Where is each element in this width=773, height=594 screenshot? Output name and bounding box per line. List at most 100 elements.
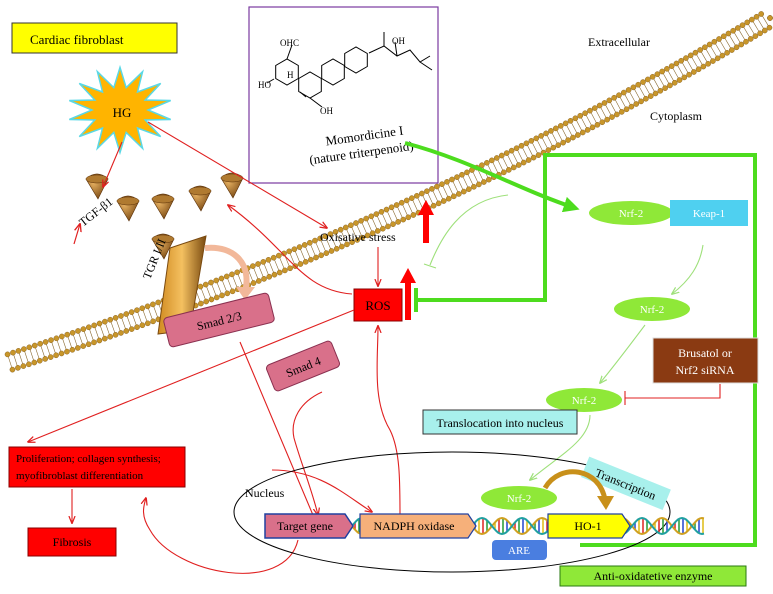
cytoplasm-label: Cytoplasm	[650, 109, 703, 123]
membrane-head	[37, 340, 43, 347]
membrane-tail	[595, 109, 602, 121]
membrane-head	[623, 106, 630, 113]
membrane-head	[528, 138, 535, 144]
membrane-tail	[227, 278, 233, 290]
membrane-tail	[653, 78, 660, 90]
membrane-head	[213, 294, 220, 301]
membrane-head	[706, 41, 713, 48]
membrane-head	[525, 157, 532, 163]
membrane-head	[744, 19, 750, 26]
membrane-head	[150, 318, 156, 325]
keap1-box	[670, 200, 748, 226]
membrane-tail	[462, 176, 469, 188]
membrane-head	[444, 179, 450, 185]
membrane-tail	[268, 261, 274, 273]
membrane-head	[434, 183, 440, 190]
membrane-head	[4, 351, 11, 358]
membrane-tail	[137, 311, 142, 324]
membrane-head	[134, 307, 140, 313]
membrane-tail	[585, 114, 592, 126]
membrane-tail	[232, 276, 238, 288]
membrane-tail	[522, 147, 529, 159]
membrane-head	[508, 147, 515, 154]
membrane-head	[766, 24, 773, 31]
membrane-tail	[320, 240, 326, 252]
membrane-head	[449, 176, 455, 183]
oxidative-stress-label: Oxisative stress	[320, 230, 396, 244]
membrane-head	[700, 63, 707, 70]
momordicine-box	[248, 6, 439, 184]
membrane-head	[609, 114, 615, 120]
ho-atom: HO	[258, 80, 271, 90]
membrane-head	[456, 191, 462, 197]
membrane-head	[560, 139, 566, 146]
membrane-head	[64, 331, 71, 338]
membrane-head	[628, 103, 635, 110]
membrane-head	[614, 111, 620, 118]
membrane-tail	[402, 204, 408, 216]
membrane-tail	[691, 56, 698, 68]
membrane-head	[26, 361, 32, 368]
side-chain	[368, 45, 431, 63]
membrane-head	[692, 49, 699, 56]
nrf2-label-4: Nrf-2	[507, 493, 531, 505]
oh-bottom-bond	[309, 97, 323, 108]
membrane-tail	[536, 139, 543, 151]
membrane-head	[297, 261, 304, 267]
membrane-head	[339, 243, 345, 250]
membrane-head	[533, 135, 540, 142]
membrane-tail	[672, 67, 679, 79]
membrane-tail	[551, 132, 558, 144]
membrane-tail	[605, 104, 612, 116]
membrane-head	[332, 229, 339, 235]
membrane-tail	[437, 188, 444, 200]
membrane-tail	[738, 29, 746, 41]
membrane-head	[464, 169, 470, 176]
membrane-head	[390, 221, 396, 227]
membrane-tail	[216, 282, 222, 294]
membrane-tail	[110, 321, 116, 334]
membrane-head	[555, 142, 562, 148]
oh-bottom-atom: OH	[320, 106, 333, 116]
fibrosis-box	[27, 527, 117, 557]
membrane-tail	[407, 202, 413, 214]
membrane-head	[349, 239, 355, 245]
membrane-head	[234, 269, 240, 276]
ros-to-proliferation-arrow	[28, 309, 355, 442]
membrane-tail	[371, 218, 378, 230]
membrane-head	[271, 271, 278, 278]
membrane-head	[668, 63, 675, 69]
membrane-head	[753, 13, 760, 20]
membrane-tail	[761, 15, 769, 27]
membrane-head	[587, 107, 593, 114]
to-nadph-arrow	[271, 469, 372, 512]
membrane-head	[403, 197, 410, 204]
membrane-head	[738, 41, 745, 48]
membrane-head	[757, 30, 763, 37]
membrane-tail	[609, 101, 617, 113]
membrane-tail	[351, 226, 357, 239]
membrane-tail	[366, 220, 373, 232]
membrane-tail	[72, 334, 78, 347]
membrane-tail	[662, 73, 670, 84]
membrane-tail	[541, 137, 548, 149]
membrane-head	[601, 100, 608, 106]
membrane-head	[439, 181, 445, 187]
membrane-head	[761, 27, 768, 34]
nadph-to-ros-arrow	[377, 326, 401, 518]
membrane-tail	[634, 88, 641, 100]
membrane-tail	[556, 130, 563, 141]
membrane-head	[383, 206, 390, 213]
membrane-tail	[200, 288, 206, 300]
are-label: ARE	[508, 545, 530, 557]
tgr-curl-arrowhead	[236, 287, 255, 300]
membrane-tail	[126, 315, 132, 328]
membrane-tail	[258, 265, 264, 278]
membrane-head	[96, 320, 103, 327]
oh-bond	[394, 41, 398, 57]
membrane-head	[112, 332, 119, 338]
membrane-head	[53, 352, 59, 359]
membrane-head	[197, 283, 204, 290]
membrane-tail	[502, 157, 509, 169]
membrane-head	[75, 345, 81, 351]
